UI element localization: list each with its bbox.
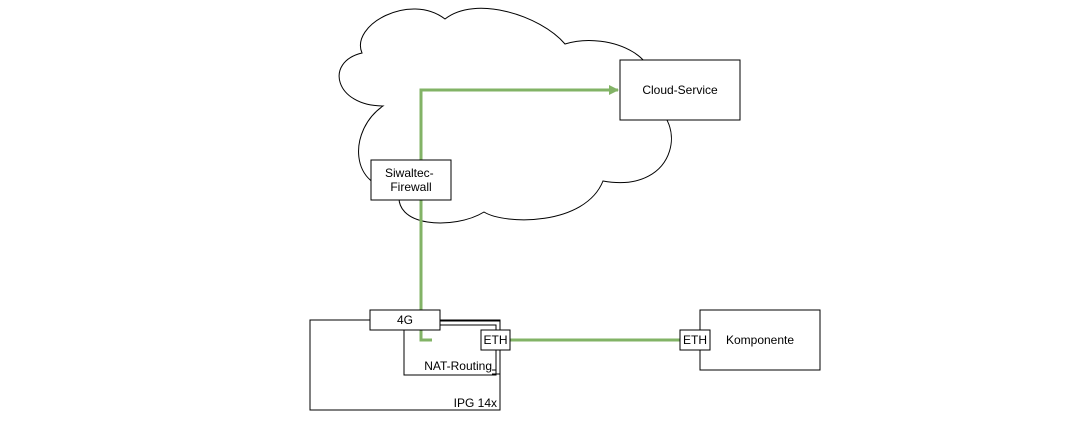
port-4g-label: 4G [397, 313, 413, 327]
firewall-label: Siwaltec- Firewall [385, 166, 437, 194]
green-link-router-to-cloud [419, 85, 619, 342]
firewall-box [370, 159, 452, 201]
ipg-router-label: IPG 14x [454, 396, 497, 410]
component-box [699, 309, 821, 371]
component-label: Komponente [726, 333, 794, 347]
port-eth-component-label: ETH [683, 333, 707, 347]
port-4g-box [369, 309, 441, 331]
cloud-service-box [619, 59, 741, 121]
port-eth-component-box [679, 329, 711, 351]
nat-routing-label: NAT-Routing [424, 359, 492, 373]
port-eth-router-box [480, 329, 511, 351]
firewall-label-line2: Firewall [390, 180, 431, 194]
cloud-service-label: Cloud-Service [642, 83, 718, 97]
firewall-label-line1: Siwaltec- [385, 166, 434, 180]
port-eth-router-label: ETH [484, 333, 508, 347]
